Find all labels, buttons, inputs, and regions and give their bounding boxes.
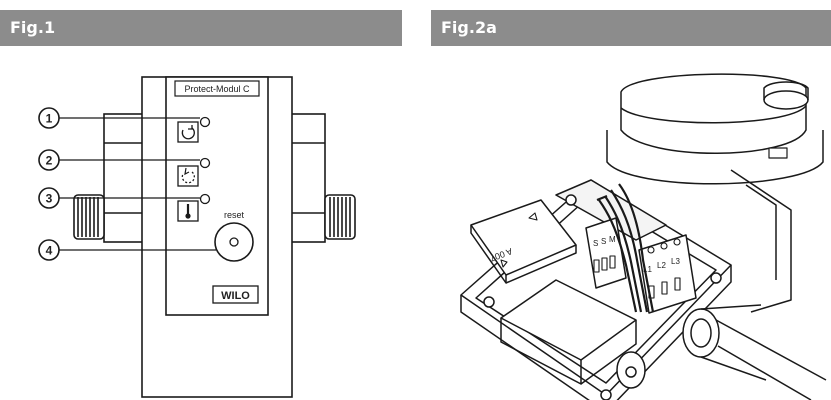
left-side-clamp xyxy=(103,113,145,243)
cable-gland-right xyxy=(682,304,827,400)
wilo-logo xyxy=(212,285,259,304)
svg-text:3: 3 xyxy=(46,192,53,206)
cover-plate: A 007 xyxy=(470,199,577,284)
wilo-logo-text: WILO xyxy=(221,290,250,302)
terminal-strip-mains: L1 L2 L3 xyxy=(638,234,697,314)
callout-4: 4 xyxy=(38,239,60,261)
svg-text:S: S xyxy=(601,237,606,246)
capacitor-block xyxy=(500,279,637,385)
reset-label: reset xyxy=(224,210,245,220)
svg-text:S: S xyxy=(593,239,598,248)
callout-lines xyxy=(59,117,216,251)
svg-text:L1: L1 xyxy=(643,265,652,274)
fig2a-title: Fig.2a xyxy=(431,10,831,46)
module-label: Protect-Modul C xyxy=(184,84,250,94)
fig2a-drawing: A 007 S S M L1 L2 L3 xyxy=(460,73,827,400)
led-1 xyxy=(199,116,211,128)
svg-text:2: 2 xyxy=(46,154,53,168)
wires xyxy=(596,183,655,313)
right-side-clamp xyxy=(290,113,326,243)
callout-3: 3 xyxy=(38,187,60,209)
fig1-drawing: Protect-Modul C reset 1 2 3 4 WILO xyxy=(38,76,356,398)
left-knob xyxy=(73,194,105,240)
fig1-title: Fig.1 xyxy=(0,10,402,46)
svg-text:L3: L3 xyxy=(671,257,680,266)
cable-gland-front xyxy=(616,351,646,389)
led-2 xyxy=(199,157,211,169)
front-plate xyxy=(165,76,269,316)
right-knob xyxy=(324,194,356,240)
svg-text:4: 4 xyxy=(46,244,53,258)
motor-housing xyxy=(606,73,824,185)
svg-text:M: M xyxy=(609,235,616,244)
led-3 xyxy=(199,193,211,205)
callout-1: 1 xyxy=(38,107,60,129)
fault-icon xyxy=(177,165,199,187)
svg-text:1: 1 xyxy=(46,112,53,126)
terminal-strip-sensor: S S M xyxy=(585,217,627,289)
callout-2: 2 xyxy=(38,149,60,171)
svg-text:L2: L2 xyxy=(657,261,666,270)
